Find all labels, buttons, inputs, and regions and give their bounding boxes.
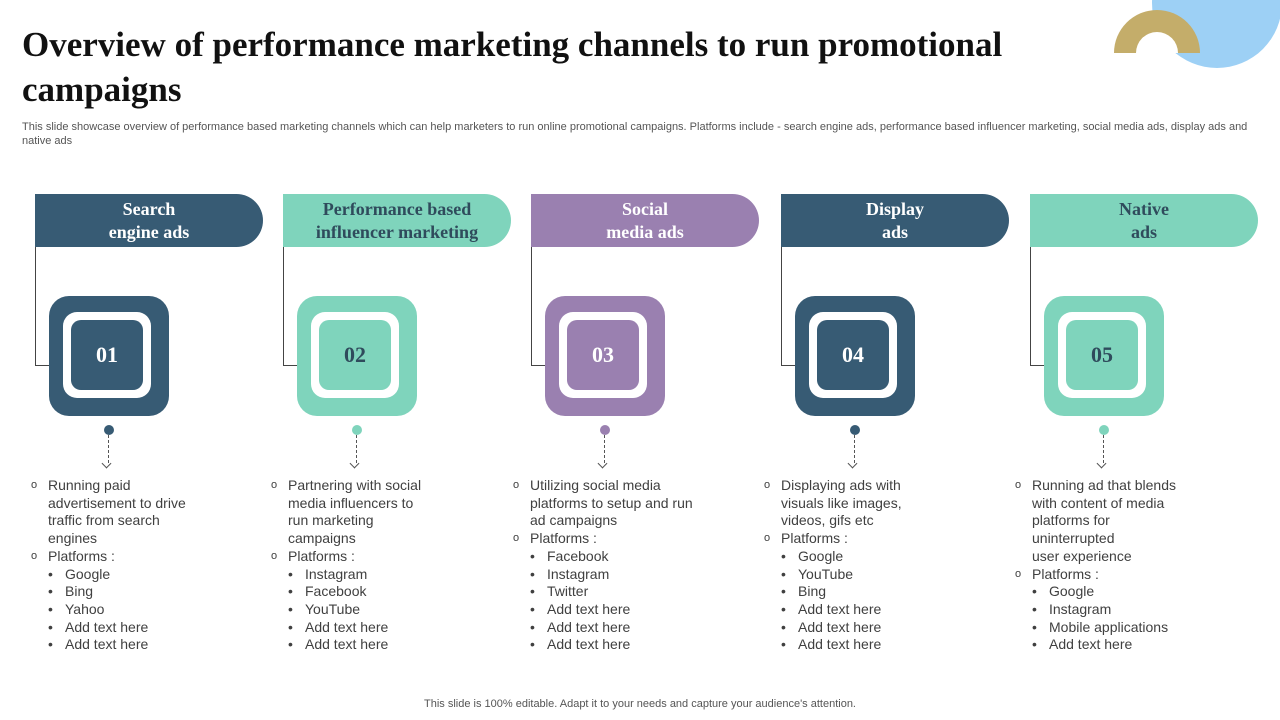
platform-item: Facebook xyxy=(271,583,461,601)
channel-header: Performance based influencer marketing xyxy=(283,194,511,247)
channel-column-native-ads: Native ads 05 Running ad that blends wit… xyxy=(1015,194,1258,654)
platform-item: Add text here xyxy=(31,619,221,637)
connector-line xyxy=(531,365,545,366)
channel-heading: Performance based influencer marketing xyxy=(315,198,479,242)
platform-item: YouTube xyxy=(764,566,954,584)
dashed-connector xyxy=(854,435,855,463)
arrow-down-icon xyxy=(1096,458,1107,469)
platform-item: Google xyxy=(764,548,954,566)
channel-heading: Native ads xyxy=(1119,198,1169,242)
number-box: 01 xyxy=(49,296,169,416)
platform-item: YouTube xyxy=(271,601,461,619)
connector-line xyxy=(35,247,36,366)
slide-title: Overview of performance marketing channe… xyxy=(22,25,1003,109)
platform-item: Add text here xyxy=(764,601,954,619)
dot-marker xyxy=(1099,425,1109,435)
platform-item: Instagram xyxy=(1015,601,1205,619)
dot-marker xyxy=(850,425,860,435)
platform-item: Mobile applications xyxy=(1015,619,1205,637)
platform-item: Facebook xyxy=(513,548,703,566)
number-box: 05 xyxy=(1044,296,1164,416)
channel-column-search-engine-ads: Search engine ads 01 Running paid advert… xyxy=(31,194,263,654)
platforms-label: Platforms : xyxy=(31,548,221,566)
platform-item: Google xyxy=(1015,583,1205,601)
platforms-label: Platforms : xyxy=(271,548,461,566)
platform-item: Add text here xyxy=(764,619,954,637)
platform-list: Google Bing Yahoo Add text here Add text… xyxy=(31,566,221,655)
platform-item: Instagram xyxy=(513,566,703,584)
platform-item: Add text here xyxy=(513,636,703,654)
channel-heading: Social media ads xyxy=(606,198,684,242)
description-item: Running paid advertisement to drive traf… xyxy=(31,477,221,548)
platform-item: Add text here xyxy=(31,636,221,654)
dot-marker xyxy=(352,425,362,435)
platform-list: Google Instagram Mobile applications Add… xyxy=(1015,583,1205,654)
platform-item: Add text here xyxy=(513,601,703,619)
channel-heading: Display ads xyxy=(865,198,925,242)
platform-item: Instagram xyxy=(271,566,461,584)
channel-details: Running paid advertisement to drive traf… xyxy=(31,477,221,654)
connector-line xyxy=(35,365,49,366)
platform-list: Facebook Instagram Twitter Add text here… xyxy=(513,548,703,654)
arrow-down-icon xyxy=(597,458,608,469)
channel-details: Displaying ads with visuals like images,… xyxy=(764,477,954,654)
channel-number: 05 xyxy=(1066,320,1138,390)
dot-marker xyxy=(600,425,610,435)
arrow-down-icon xyxy=(101,458,112,469)
connector-line xyxy=(283,247,284,366)
connector-line xyxy=(1030,365,1044,366)
description-item: Displaying ads with visuals like images,… xyxy=(764,477,954,530)
dot-marker xyxy=(104,425,114,435)
connector-line xyxy=(283,365,297,366)
arrow-down-icon xyxy=(847,458,858,469)
platform-item: Add text here xyxy=(513,619,703,637)
channel-number: 02 xyxy=(319,320,391,390)
connector-line xyxy=(781,247,782,366)
number-box: 02 xyxy=(297,296,417,416)
platform-item: Yahoo xyxy=(31,601,221,619)
dashed-connector xyxy=(604,435,605,463)
platform-list: Instagram Facebook YouTube Add text here… xyxy=(271,566,461,655)
description-item: Utilizing social media platforms to setu… xyxy=(513,477,703,530)
channel-number: 01 xyxy=(71,320,143,390)
channel-details: Running ad that blends with content of m… xyxy=(1015,477,1205,654)
channel-details: Partnering with social media influencers… xyxy=(271,477,461,654)
connector-line xyxy=(781,365,795,366)
description-item: Running ad that blends with content of m… xyxy=(1015,477,1205,566)
channel-column-display-ads: Display ads 04 Displaying ads with visua… xyxy=(764,194,1009,654)
platform-item: Add text here xyxy=(764,636,954,654)
platforms-label: Platforms : xyxy=(1015,566,1205,584)
platforms-label: Platforms : xyxy=(764,530,954,548)
channel-header: Social media ads xyxy=(531,194,759,247)
platform-item: Add text here xyxy=(271,619,461,637)
platform-item: Add text here xyxy=(271,636,461,654)
channel-heading: Search engine ads xyxy=(108,198,190,242)
number-box: 03 xyxy=(545,296,665,416)
number-box: 04 xyxy=(795,296,915,416)
connector-line xyxy=(531,247,532,366)
connector-line xyxy=(1030,247,1031,366)
channel-header: Native ads xyxy=(1030,194,1258,247)
channel-details: Utilizing social media platforms to setu… xyxy=(513,477,703,654)
channel-number: 03 xyxy=(567,320,639,390)
platform-item: Add text here xyxy=(1015,636,1205,654)
platform-item: Bing xyxy=(764,583,954,601)
slide-subtitle: This slide showcase overview of performa… xyxy=(22,121,1248,147)
channel-number: 04 xyxy=(817,320,889,390)
platform-list: Google YouTube Bing Add text here Add te… xyxy=(764,548,954,654)
description-item: Partnering with social media influencers… xyxy=(271,477,461,548)
dashed-connector xyxy=(356,435,357,463)
platforms-label: Platforms : xyxy=(513,530,703,548)
channel-header: Display ads xyxy=(781,194,1009,247)
platform-item: Google xyxy=(31,566,221,584)
platform-item: Twitter xyxy=(513,583,703,601)
platform-item: Bing xyxy=(31,583,221,601)
channel-column-influencer-marketing: Performance based influencer marketing 0… xyxy=(271,194,511,654)
dashed-connector xyxy=(108,435,109,463)
channel-header: Search engine ads xyxy=(35,194,263,247)
dashed-connector xyxy=(1103,435,1104,463)
arrow-down-icon xyxy=(349,458,360,469)
channel-column-social-media-ads: Social media ads 03 Utilizing social med… xyxy=(513,194,759,654)
footer-note: This slide is 100% editable. Adapt it to… xyxy=(424,698,856,710)
